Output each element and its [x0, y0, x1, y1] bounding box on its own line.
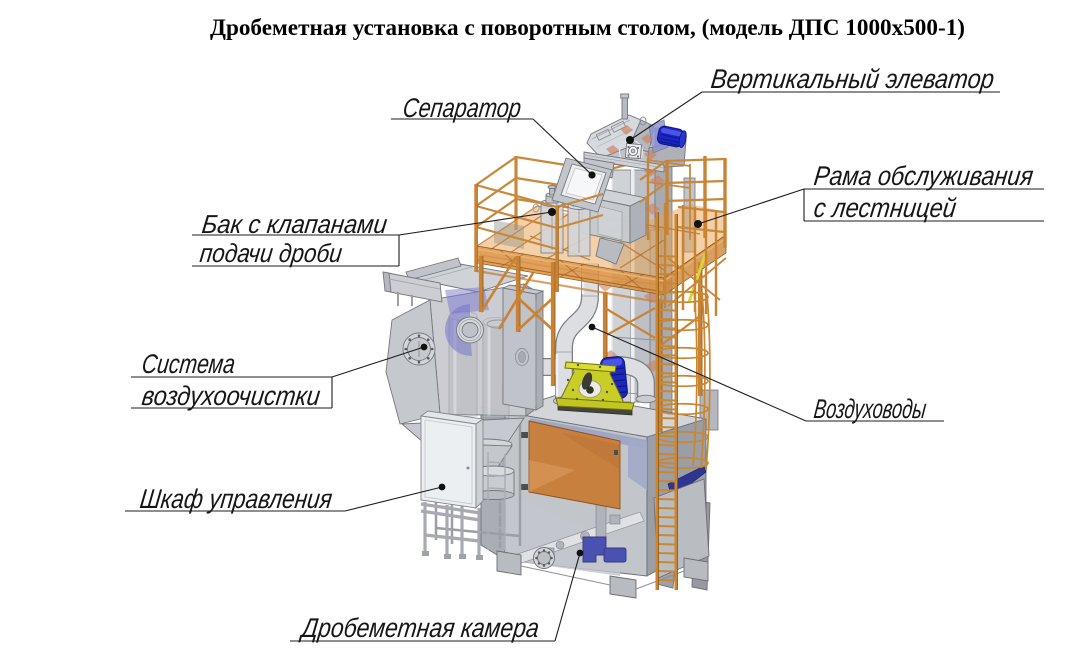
- svg-text:Дробеметная установка с поворо: Дробеметная установка с поворотным столо…: [210, 15, 965, 40]
- svg-text:Рама обслуживания: Рама обслуживания: [812, 160, 1035, 191]
- svg-text:Вертикальный элеватор: Вертикальный элеватор: [709, 63, 996, 94]
- svg-text:Шкаф управления: Шкаф управления: [138, 483, 334, 514]
- svg-text:Сепаратор: Сепаратор: [401, 92, 523, 123]
- svg-text:с лестницей: с лестницей: [812, 192, 958, 223]
- svg-text:Бак с клапанами: Бак с клапанами: [200, 209, 389, 239]
- svg-text:Воздуховоды: Воздуховоды: [812, 393, 928, 424]
- svg-text:Система: Система: [140, 348, 237, 379]
- svg-text:воздухоочистки: воздухоочистки: [140, 380, 322, 411]
- svg-text:Дробеметная камера: Дробеметная камера: [298, 612, 541, 643]
- svg-text:подачи дроби: подачи дроби: [198, 238, 344, 268]
